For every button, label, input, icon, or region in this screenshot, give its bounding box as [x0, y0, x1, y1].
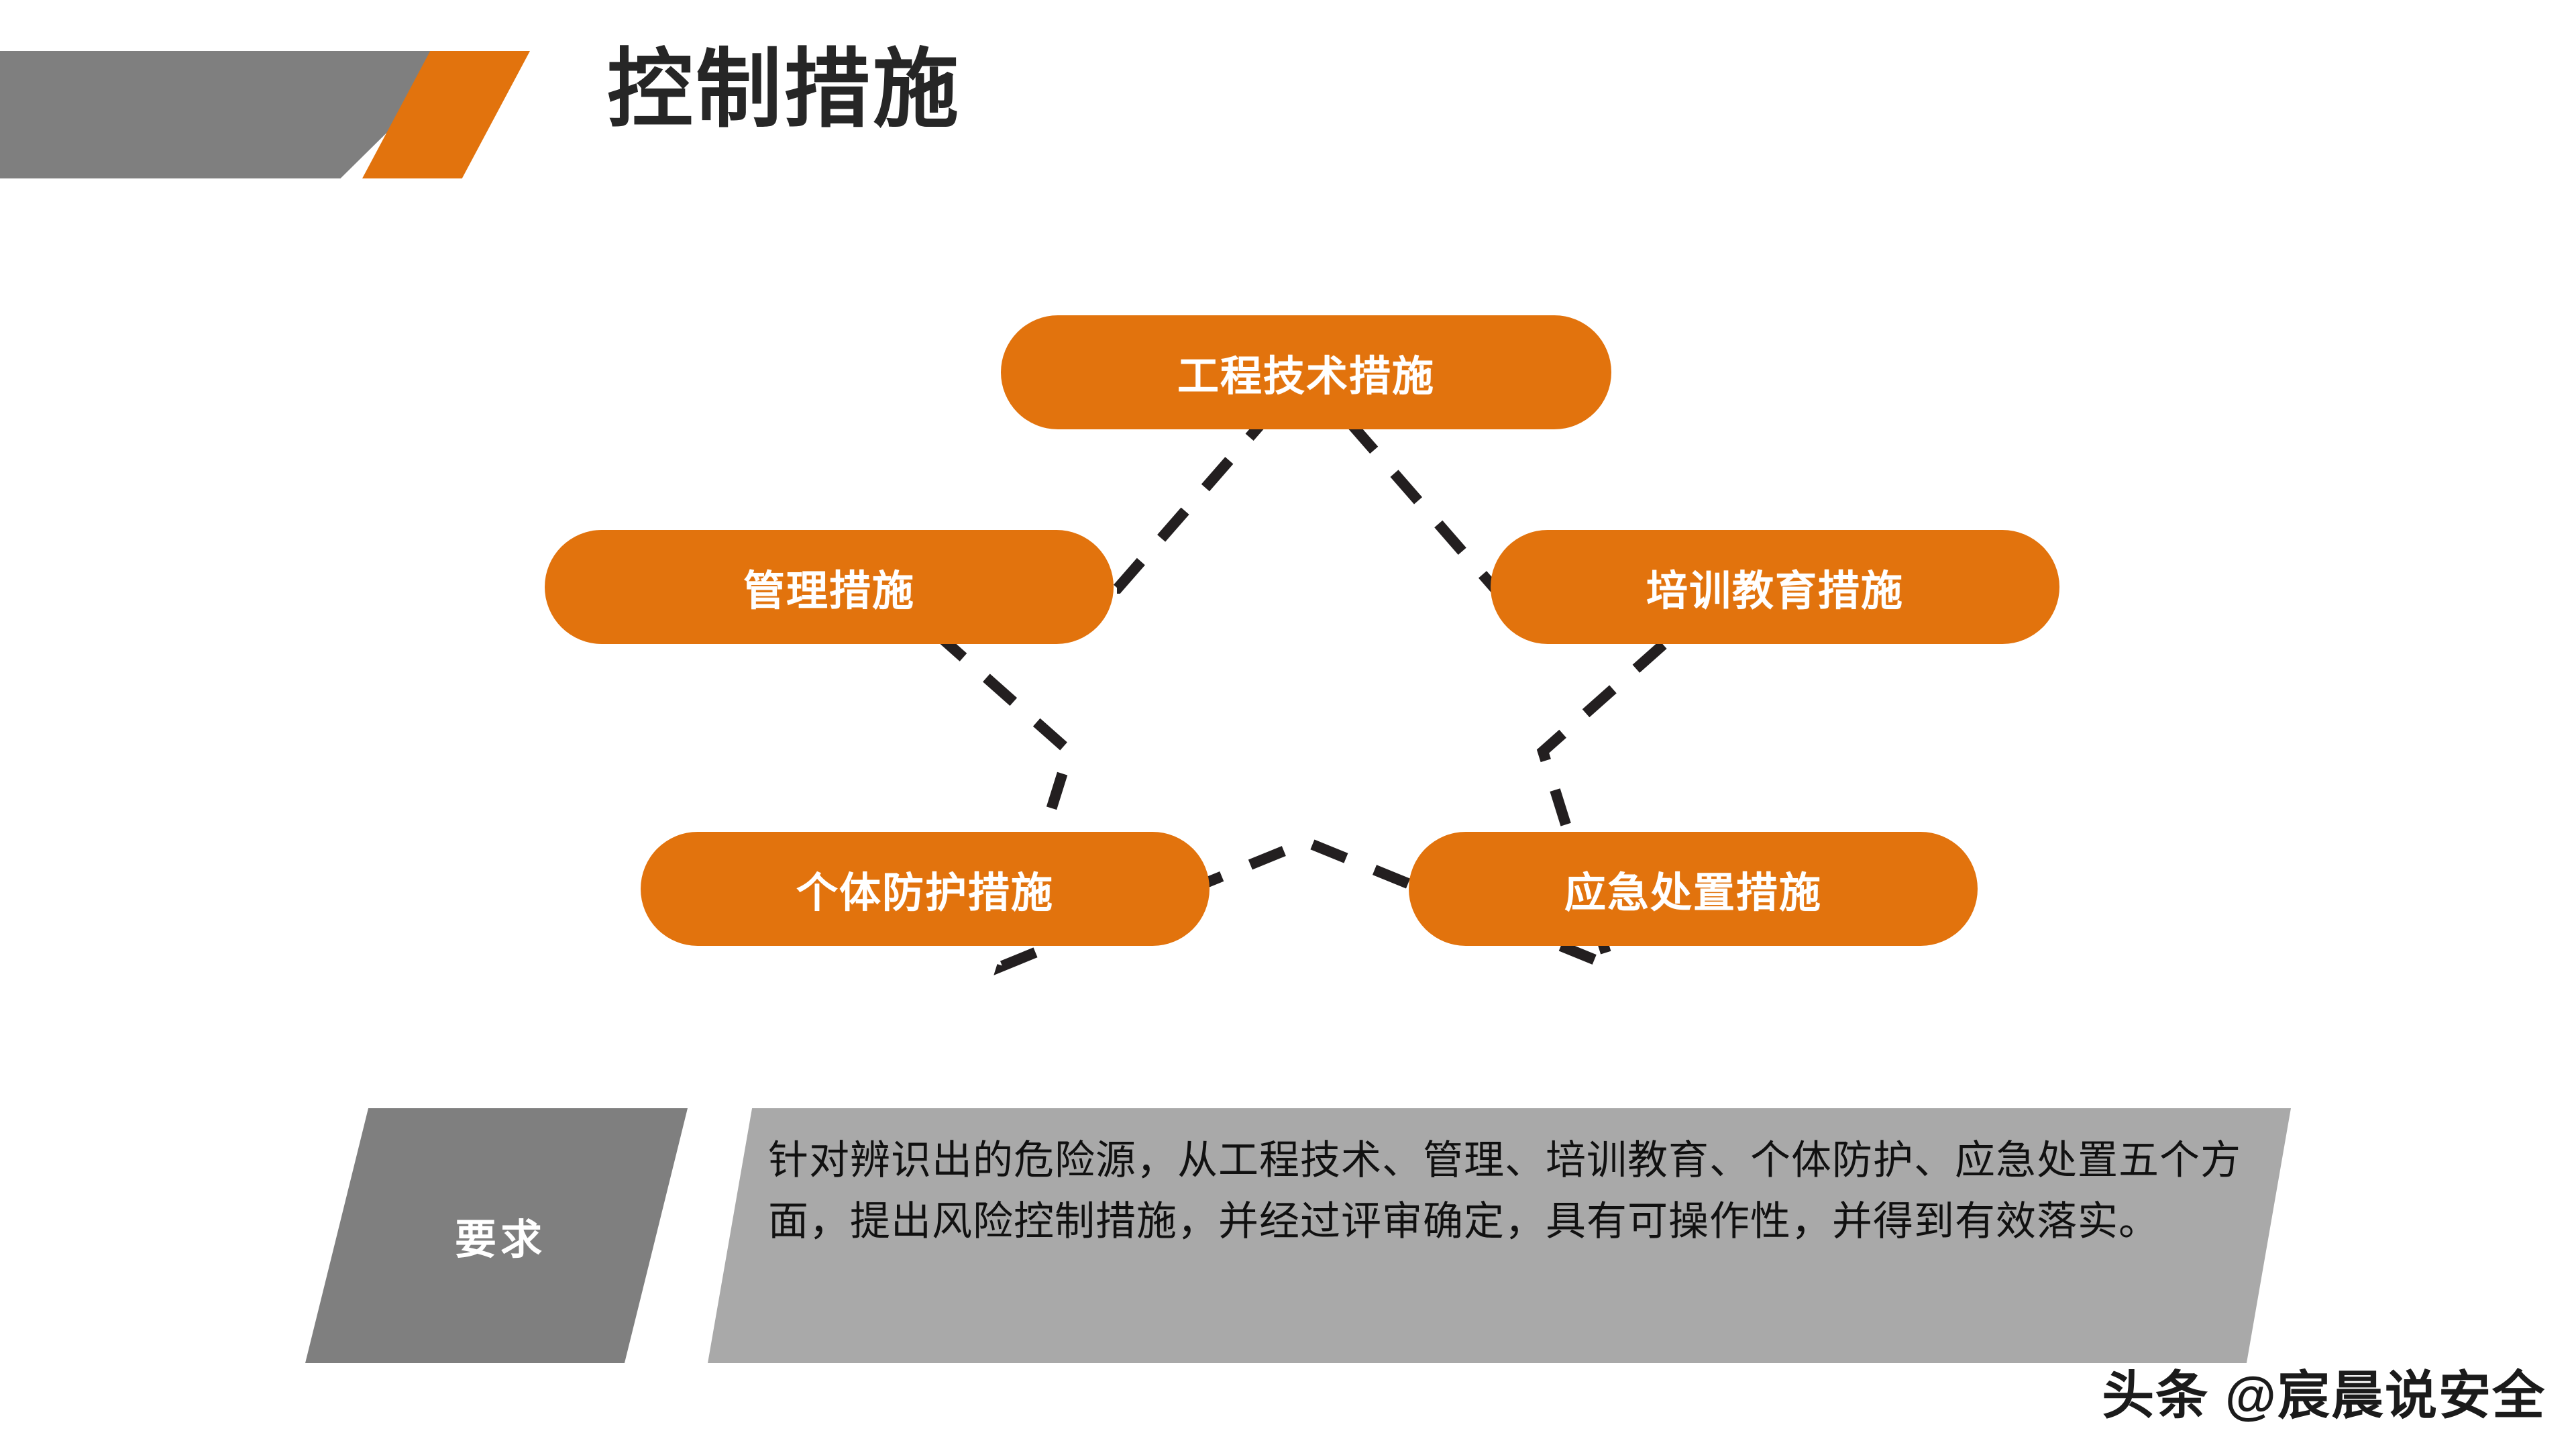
- requirement-label: 要求: [454, 1217, 546, 1263]
- node-management-measures[interactable]: 管理措施: [545, 530, 1114, 644]
- node-training-education-measures[interactable]: 培训教育措施: [1491, 530, 2059, 644]
- requirement-body-text: 针对辨识出的危险源，从工程技术、管理、培训教育、个体防护、应急处置五个方面，提出…: [768, 1138, 2241, 1244]
- node-label: 个体防护措施: [796, 870, 1054, 916]
- star-diagram: 工程技术措施 管理措施 培训教育措施 个体防护措施 应急处置措施: [0, 255, 2576, 1026]
- node-label: 培训教育措施: [1646, 568, 1904, 614]
- requirement-label-parallelogram: 要求: [305, 1108, 688, 1363]
- node-label: 应急处置措施: [1564, 870, 1822, 916]
- node-emergency-response-measures[interactable]: 应急处置措施: [1409, 832, 1978, 946]
- page-title: 控制措施: [607, 42, 962, 138]
- node-personal-protective-measures[interactable]: 个体防护措施: [641, 832, 1210, 946]
- requirement-section: 要求 针对辨识出的危险源，从工程技术、管理、培训教育、个体防护、应急处置五个方面…: [0, 1108, 2576, 1370]
- requirement-body-parallelogram: [708, 1108, 2291, 1363]
- node-engineering-technical-measures[interactable]: 工程技术措施: [1001, 315, 1611, 429]
- node-label: 管理措施: [743, 568, 915, 614]
- node-label: 工程技术措施: [1177, 354, 1435, 400]
- header-banner: [0, 51, 2576, 178]
- watermark: 头条 @宸晨说安全: [2102, 1366, 2546, 1425]
